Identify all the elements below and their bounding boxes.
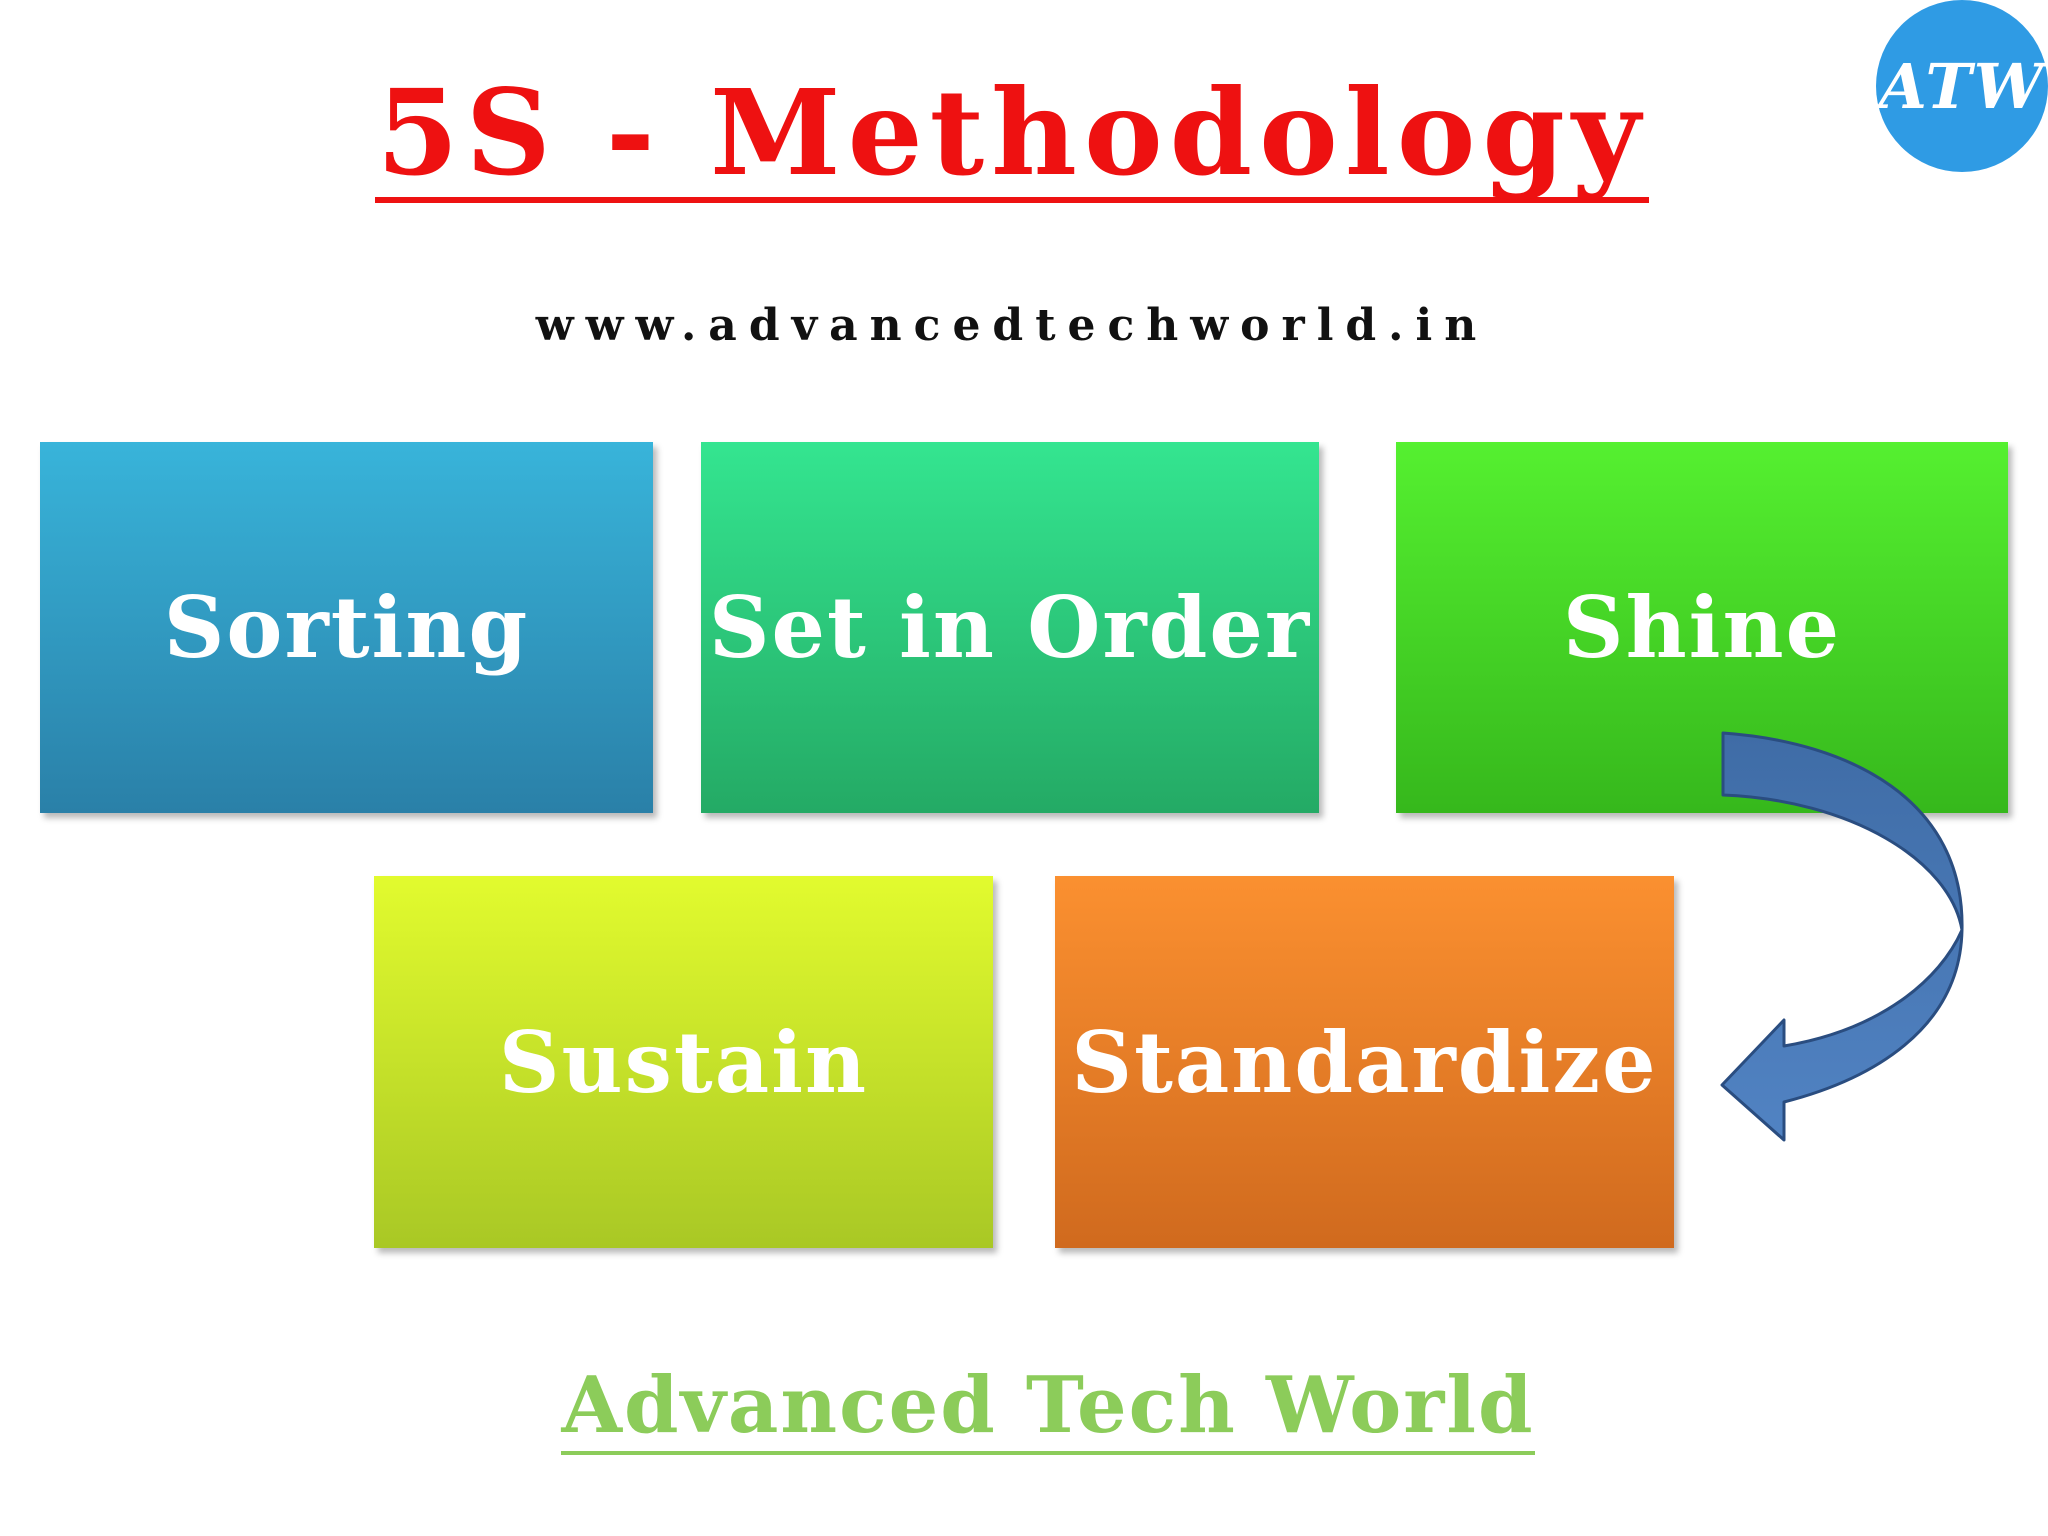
step-set-in-order-label: Set in Order [708, 578, 1312, 677]
step-sorting: Sorting [40, 442, 653, 813]
step-sorting-label: Sorting [163, 578, 530, 677]
website-link[interactable]: www.advancedtechworld.in [535, 300, 1489, 351]
step-shine-label: Shine [1562, 578, 1842, 677]
page-title-text: 5S - Methodology [374, 63, 1650, 203]
footer-brand[interactable]: Advanced Tech World [0, 1360, 2048, 1455]
step-standardize-label: Standardize [1071, 1012, 1658, 1112]
step-set-in-order: Set in Order [701, 442, 1319, 813]
step-sustain-label: Sustain [498, 1012, 869, 1112]
atw-logo: ATW [1876, 0, 2048, 172]
page-title: 5S - Methodology [0, 58, 2024, 208]
footer-brand-text: Advanced Tech World [561, 1361, 1535, 1455]
step-shine: Shine [1396, 442, 2008, 813]
step-sustain: Sustain [374, 876, 993, 1248]
atw-logo-text: ATW [1878, 49, 2046, 123]
step-standardize: Standardize [1055, 876, 1674, 1248]
